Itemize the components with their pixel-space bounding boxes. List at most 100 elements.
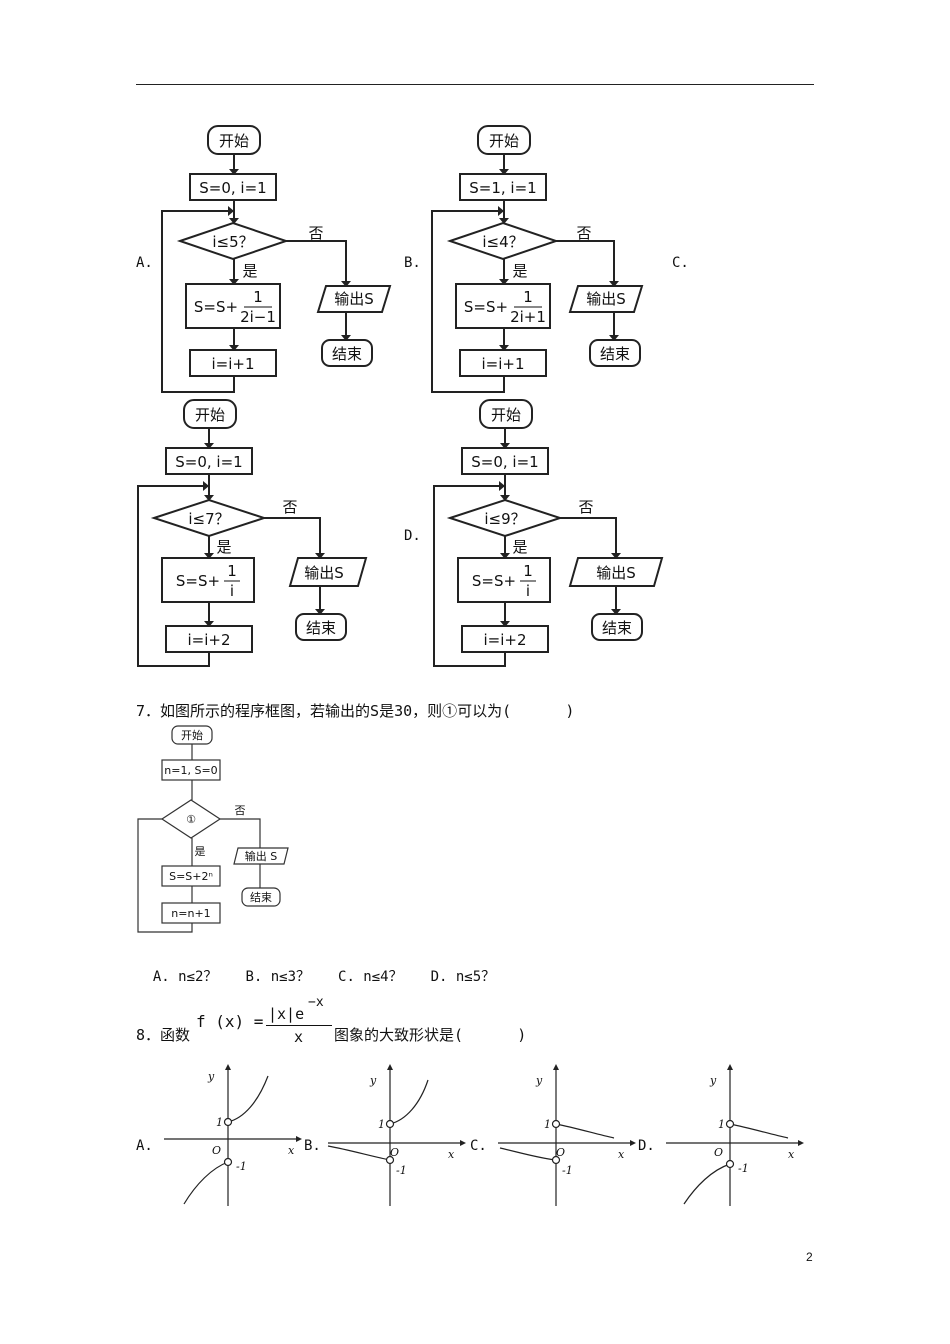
flow-a-update: S=S+ bbox=[194, 298, 238, 316]
q8-exponent: −x bbox=[308, 995, 324, 1010]
q8-suffix: 图象的大致形状是( ) bbox=[334, 1026, 527, 1044]
flow-b-init: S=1, i=1 bbox=[469, 179, 536, 197]
flow-c-init: S=0, i=1 bbox=[175, 453, 242, 471]
page-number: 2 bbox=[806, 1250, 813, 1264]
graph-a-one: 1 bbox=[216, 1116, 223, 1129]
graph-c-origin: O bbox=[556, 1146, 565, 1159]
flow-c-update: S=S+ bbox=[176, 572, 220, 590]
q7-choice-d: D. n≤5？ bbox=[430, 969, 496, 985]
flow-a-yes: 是 bbox=[242, 262, 257, 280]
q7-flow-end: 结束 bbox=[250, 891, 272, 904]
flow-c-den: i bbox=[230, 582, 234, 600]
flow-d-update: S=S+ bbox=[472, 572, 516, 590]
flow-b-end: 结束 bbox=[600, 345, 630, 363]
q7-flowchart: 开始 n=1, S=0 ① 否 是 S=S+2ⁿ n=n+1 输出 S 结束 bbox=[137, 725, 289, 933]
graph-d-neg-one: -1 bbox=[738, 1162, 749, 1175]
flow-a-init: S=0, i=1 bbox=[199, 179, 266, 197]
graph-b-x-label: x bbox=[448, 1148, 455, 1161]
q8-numerator: |x|e bbox=[268, 1005, 305, 1023]
graph-d-one: 1 bbox=[718, 1118, 725, 1131]
flow-a-no: 否 bbox=[308, 224, 323, 242]
flowchart-d: 开始 S=0, i=1 i≤9？ 否 是 S=S+ 1 i i=i+2 输出S … bbox=[433, 399, 664, 667]
flow-a-den: 2i−1 bbox=[240, 308, 276, 326]
flowchart-a: 开始 S=0, i=1 i≤5？ 否 是 S=S+ 1 2i−1 i=i+1 输… bbox=[161, 125, 392, 393]
flow-a-start: 开始 bbox=[219, 132, 249, 150]
flow-d-increment: i=i+2 bbox=[483, 631, 526, 649]
flow-c-output: 输出S bbox=[304, 564, 344, 582]
flow-b-num: 1 bbox=[523, 288, 533, 306]
q8-option-d-label: D. bbox=[638, 1138, 655, 1154]
q8-option-c-label: C. bbox=[470, 1138, 487, 1154]
graph-b-one: 1 bbox=[378, 1118, 385, 1131]
header-rule bbox=[136, 84, 814, 85]
flow-c-end: 结束 bbox=[306, 619, 336, 637]
graph-b-y-label: y bbox=[369, 1074, 377, 1087]
flow-b-start: 开始 bbox=[489, 132, 519, 150]
q7-flow-yes: 是 bbox=[195, 845, 206, 858]
flow-b-no: 否 bbox=[576, 224, 591, 242]
flow-d-end: 结束 bbox=[602, 619, 632, 637]
graph-b: y x O 1 -1 bbox=[327, 1064, 466, 1206]
q6-option-c-label: C. bbox=[672, 255, 689, 271]
q8-fraction-bar bbox=[266, 1025, 332, 1026]
graph-c: y x O 1 -1 bbox=[498, 1064, 636, 1206]
q7-flow-no: 否 bbox=[235, 804, 246, 817]
flow-c-increment: i=i+2 bbox=[187, 631, 230, 649]
flow-a-output: 输出S bbox=[334, 290, 374, 308]
graph-d-x-label: x bbox=[788, 1148, 795, 1161]
q7-choices: A. n≤2？ B. n≤3？ C. n≤4？ D. n≤5？ bbox=[136, 950, 523, 986]
q8-option-b-label: B. bbox=[304, 1138, 321, 1154]
flow-c-cond: i≤7？ bbox=[188, 510, 229, 528]
graph-b-neg-one: -1 bbox=[396, 1164, 407, 1177]
graph-b-origin: O bbox=[390, 1146, 399, 1159]
q8-prefix: 8．函数 bbox=[136, 1026, 191, 1044]
flow-c-start: 开始 bbox=[195, 406, 225, 424]
graph-d: y x O 1 -1 bbox=[666, 1064, 804, 1206]
q7-flow-start: 开始 bbox=[181, 728, 203, 742]
flow-c-num: 1 bbox=[227, 562, 237, 580]
graph-c-x-label: x bbox=[618, 1148, 625, 1161]
flow-d-no: 否 bbox=[578, 498, 593, 516]
graph-a-origin: O bbox=[212, 1144, 221, 1157]
q7-choice-c: C. n≤4？ bbox=[338, 969, 403, 985]
flow-d-output: 输出S bbox=[596, 564, 636, 582]
flow-d-yes: 是 bbox=[512, 538, 527, 556]
flow-d-init: S=0, i=1 bbox=[471, 453, 538, 471]
graph-a: y x O 1 -1 bbox=[164, 1064, 302, 1206]
flow-b-cond: i≤4？ bbox=[482, 233, 523, 251]
graph-a-x-label: x bbox=[288, 1144, 295, 1157]
graph-c-neg-one: -1 bbox=[562, 1164, 573, 1177]
flow-d-start: 开始 bbox=[491, 406, 521, 424]
q7-question: 7．如图所示的程序框图，若输出的S是30，则①可以为( ) bbox=[136, 702, 575, 720]
flow-a-cond: i≤5？ bbox=[212, 233, 253, 251]
q7-choice-a: A. n≤2？ bbox=[152, 969, 218, 985]
graph-a-neg-one: -1 bbox=[236, 1160, 247, 1173]
q6-option-d-label: D. bbox=[404, 528, 421, 544]
q7-flow-cond: ① bbox=[186, 813, 196, 826]
q8-denominator: x bbox=[294, 1028, 304, 1046]
flow-b-update: S=S+ bbox=[464, 298, 508, 316]
flow-a-increment: i=i+1 bbox=[211, 355, 254, 373]
flow-d-num: 1 bbox=[523, 562, 533, 580]
q6-option-a-label: A. bbox=[136, 255, 153, 271]
flow-d-den: i bbox=[526, 582, 530, 600]
graph-d-y-label: y bbox=[709, 1074, 717, 1087]
flow-c-yes: 是 bbox=[216, 538, 231, 556]
q8-option-a-label: A. bbox=[136, 1138, 153, 1154]
q7-flow-update: S=S+2ⁿ bbox=[169, 870, 213, 883]
q7-choice-b: B. n≤3？ bbox=[245, 969, 311, 985]
graph-c-y-label: y bbox=[535, 1074, 543, 1087]
flow-b-den: 2i+1 bbox=[510, 308, 546, 326]
flow-b-output: 输出S bbox=[586, 290, 626, 308]
flow-b-yes: 是 bbox=[512, 262, 527, 280]
q7-flow-increment: n=n+1 bbox=[171, 907, 210, 920]
q6-option-b-label: B. bbox=[404, 255, 421, 271]
graph-c-one: 1 bbox=[544, 1118, 551, 1131]
q8-func: f (x) = bbox=[196, 1012, 264, 1031]
graph-d-origin: O bbox=[714, 1146, 723, 1159]
flow-d-cond: i≤9？ bbox=[484, 510, 525, 528]
flow-c-no: 否 bbox=[282, 498, 297, 516]
q7-flow-output: 输出 S bbox=[245, 849, 277, 863]
flowchart-b: 开始 S=1, i=1 i≤4？ 否 是 S=S+ 1 2i+1 i=i+1 输… bbox=[431, 125, 644, 393]
graph-a-y-label: y bbox=[207, 1070, 215, 1083]
